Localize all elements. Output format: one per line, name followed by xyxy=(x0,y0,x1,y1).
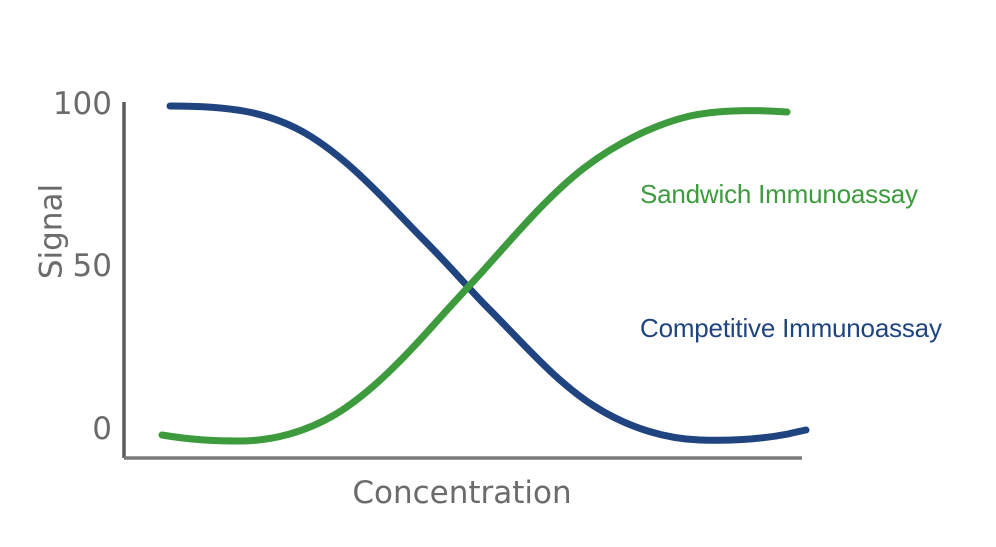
y-axis-tick-label-0: 0 xyxy=(92,411,112,447)
series-line-sandwich-immunoassay xyxy=(158,107,791,445)
y-axis-title: Signal xyxy=(33,183,70,280)
series-label-sandwich-immunoassay: Sandwich Immunoassay xyxy=(640,179,918,209)
x-axis-title: Concentration xyxy=(352,475,572,511)
y-axis-tick-label-100: 100 xyxy=(52,86,112,122)
series-label-competitive-immunoassay: Competitive Immunoassay xyxy=(640,313,942,343)
y-axis-tick-label-50: 50 xyxy=(72,248,112,284)
series-line-competitive-immunoassay xyxy=(166,102,810,444)
